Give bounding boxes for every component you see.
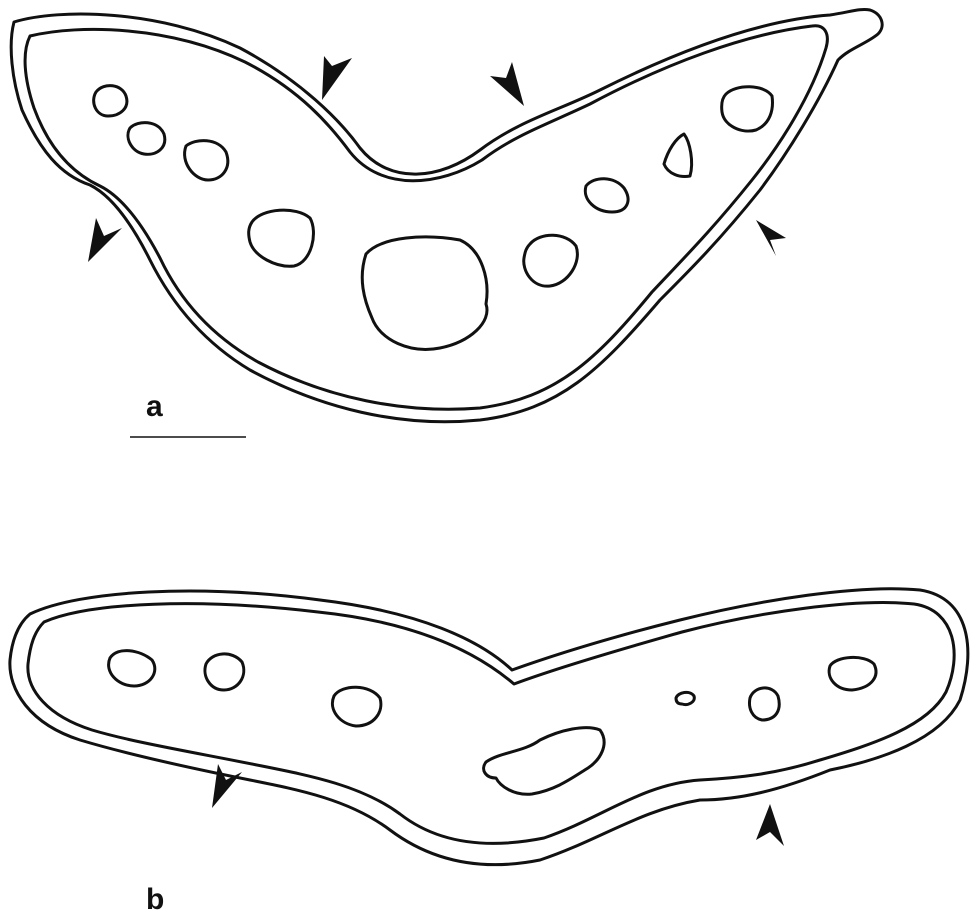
panel-a-label: a bbox=[146, 392, 163, 422]
panel-a-hole-9 bbox=[722, 87, 773, 131]
panel-a-hole-4 bbox=[249, 210, 314, 266]
panel-a-hole-7 bbox=[585, 179, 628, 212]
panel-a-arrowhead-2 bbox=[322, 56, 352, 100]
panel-a-inner-contour bbox=[25, 26, 827, 409]
panel-a-hole-1 bbox=[94, 86, 127, 116]
panel-b-inner-contour bbox=[28, 603, 954, 844]
panel-b-outer-contour bbox=[10, 589, 968, 865]
panel-a-outer-contour bbox=[11, 9, 882, 421]
panel-a-arrowhead-3 bbox=[490, 62, 524, 106]
panel-b-hole-5 bbox=[676, 692, 694, 704]
panel-a-hole-8 bbox=[664, 134, 692, 177]
panel-b-hole-7 bbox=[829, 657, 876, 690]
panel-a-hole-3 bbox=[185, 141, 228, 180]
panel-b-arrowhead-1 bbox=[212, 764, 242, 808]
panel-b-label: b bbox=[146, 885, 164, 915]
panel-b-hole-3 bbox=[332, 687, 380, 726]
panel-a-hole-6 bbox=[524, 235, 578, 286]
panel-a-hole-5 bbox=[362, 237, 487, 349]
panel-b bbox=[10, 589, 968, 865]
panel-b-arrowhead-2 bbox=[756, 804, 784, 846]
panel-b-hole-4 bbox=[484, 728, 604, 795]
panel-a-hole-2 bbox=[128, 123, 165, 155]
panel-b-hole-6 bbox=[750, 688, 780, 720]
panel-a bbox=[11, 9, 882, 437]
panel-a-arrowhead-1 bbox=[88, 218, 122, 262]
panel-b-hole-1 bbox=[109, 651, 155, 686]
panel-b-hole-2 bbox=[205, 654, 244, 690]
panel-a-arrowhead-4 bbox=[756, 220, 786, 256]
